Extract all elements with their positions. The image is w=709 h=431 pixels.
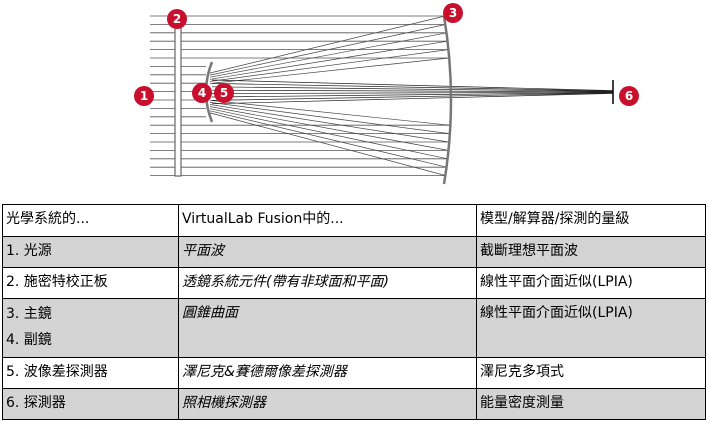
svg-text:3: 3 xyxy=(449,6,457,20)
table-row: 3. 主鏡 4. 副鏡 圓錐曲面 線性平面介面近似(LPIA) xyxy=(2,298,706,358)
row-model: 線性平面介面近似(LPIA) xyxy=(476,267,706,299)
ray-line xyxy=(209,106,449,151)
system-components-table: 光學系統的... VirtualLab Fusion中的... 模型/解算器/探… xyxy=(2,204,706,420)
schmidt-telescope-diagram: 1 2 3 4 5 6 xyxy=(134,3,639,185)
ray-line xyxy=(209,32,447,78)
row-vlf-element: 澤尼克&賽德爾像差探測器 xyxy=(178,357,477,389)
header-model-solver: 模型/解算器/探測的量級 xyxy=(476,204,706,237)
header-optical-system: 光學系統的... xyxy=(2,204,179,237)
header-virtuallab: VirtualLab Fusion中的... xyxy=(178,204,477,237)
ray-line xyxy=(209,108,448,160)
marker-corrector-plate: 2 xyxy=(167,9,187,29)
schmidt-corrector-plate xyxy=(174,20,182,177)
row-vlf-element: 透鏡系統元件(帶有非球面和平面) xyxy=(178,267,477,299)
ray-line xyxy=(209,40,448,80)
ray-line xyxy=(211,89,614,93)
row-component: 1. 光源 xyxy=(2,236,179,268)
marker-camera-detector: 6 xyxy=(619,86,639,106)
ray-line xyxy=(209,57,449,84)
row-vlf-element: 圓錐曲面 xyxy=(178,298,477,358)
row-component-primary: 3. 主鏡 xyxy=(6,306,52,322)
marker-wavefront-detector: 5 xyxy=(214,83,234,103)
ray-line xyxy=(211,86,614,92)
row-component-secondary: 4. 副鏡 xyxy=(6,332,52,348)
primary-mirror xyxy=(442,15,453,185)
ray-line xyxy=(211,91,614,94)
ray-line xyxy=(209,110,447,168)
ray-line xyxy=(211,83,614,92)
row-model: 線性平面介面近似(LPIA) xyxy=(476,298,706,358)
row-component: 5. 波像差探測器 xyxy=(2,357,179,389)
row-model: 能量密度測量 xyxy=(476,388,706,420)
svg-text:1: 1 xyxy=(140,89,148,103)
marker-primary-mirror: 3 xyxy=(443,3,463,23)
ray-line xyxy=(209,104,449,143)
ray-line xyxy=(209,112,447,176)
ray-line xyxy=(209,102,450,134)
ray-line xyxy=(211,92,614,101)
marker-secondary-mirror: 4 xyxy=(192,83,212,103)
row-component: 6. 探測器 xyxy=(2,388,179,420)
svg-text:2: 2 xyxy=(173,12,181,26)
table-row: 5. 波像差探測器 澤尼克&賽德爾像差探測器 澤尼克多項式 xyxy=(2,357,706,389)
ray-line xyxy=(209,49,449,82)
ray-line xyxy=(211,93,614,105)
row-vlf-element: 照相機探測器 xyxy=(178,388,477,420)
table-header-row: 光學系統的... VirtualLab Fusion中的... 模型/解算器/探… xyxy=(2,204,706,237)
row-model: 截斷理想平面波 xyxy=(476,236,706,268)
ray-line xyxy=(209,99,450,126)
ray-line xyxy=(211,79,614,91)
row-vlf-element: 平面波 xyxy=(178,236,477,268)
svg-text:4: 4 xyxy=(198,86,206,100)
table-row: 1. 光源 平面波 截斷理想平面波 xyxy=(2,236,706,268)
row-component: 3. 主鏡 4. 副鏡 xyxy=(2,298,179,358)
ray-line xyxy=(211,92,614,98)
svg-text:5: 5 xyxy=(220,86,228,100)
marker-light-source: 1 xyxy=(134,86,154,106)
table-row: 2. 施密特校正板 透鏡系統元件(帶有非球面和平面) 線性平面介面近似(LPIA… xyxy=(2,267,706,299)
svg-text:6: 6 xyxy=(625,89,633,103)
row-model: 澤尼克多項式 xyxy=(476,357,706,389)
table-row: 6. 探測器 照相機探測器 能量密度測量 xyxy=(2,388,706,420)
ray-line xyxy=(209,15,446,74)
row-component: 2. 施密特校正板 xyxy=(2,267,179,299)
